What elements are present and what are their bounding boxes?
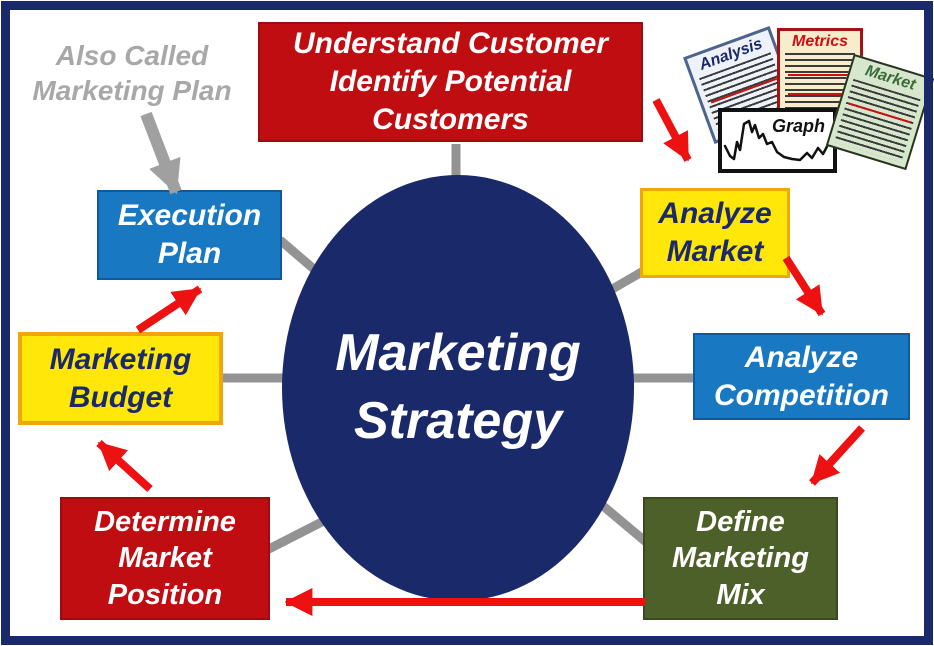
box-marketing-budget-label: Marketing Budget	[49, 342, 192, 414]
graph-card-title: Graph	[771, 116, 825, 136]
box-determine-market-position-label: Determine Market Position	[94, 505, 236, 611]
arrow-competition-to-define-mix	[809, 425, 865, 486]
box-execution-plan: Execution Plan	[97, 190, 282, 280]
arrow-understand-to-analyze-market	[652, 98, 692, 162]
arrow-determine-position-to-budget	[96, 440, 153, 492]
metrics-card-title: Metrics	[791, 33, 849, 50]
center-ellipse: Marketing Strategy	[282, 175, 634, 601]
box-define-marketing-mix: Define Marketing Mix	[643, 497, 838, 620]
box-execution-plan-label: Execution Plan	[117, 199, 262, 270]
box-define-marketing-mix-label: Define Marketing Mix	[672, 505, 809, 611]
box-understand-customer-label: Understand Customer Identify Potential C…	[292, 27, 609, 136]
box-understand-customer: Understand Customer Identify Potential C…	[258, 22, 643, 142]
box-analyze-competition-label: Analyze Competition	[714, 340, 889, 412]
arrow-analyze-market-to-competition	[782, 255, 826, 317]
arrow-budget-to-execution-plan	[135, 285, 203, 334]
metrics-card-red-line-2	[787, 93, 853, 96]
box-analyze-market: Analyze Market	[640, 188, 790, 278]
graph-card: Graph	[718, 108, 837, 173]
box-analyze-competition: Analyze Competition	[693, 333, 910, 420]
arrow-note-to-execution-plan	[140, 111, 182, 195]
also-called-note: Also Called Marketing Plan	[32, 40, 232, 106]
center-label: Marketing Strategy	[335, 324, 581, 450]
graph-line-chart	[723, 119, 832, 162]
metrics-card-red-line-1	[787, 73, 853, 76]
box-marketing-budget: Marketing Budget	[18, 332, 223, 425]
box-analyze-market-label: Analyze Market	[658, 197, 772, 268]
box-determine-market-position: Determine Market Position	[60, 497, 270, 620]
